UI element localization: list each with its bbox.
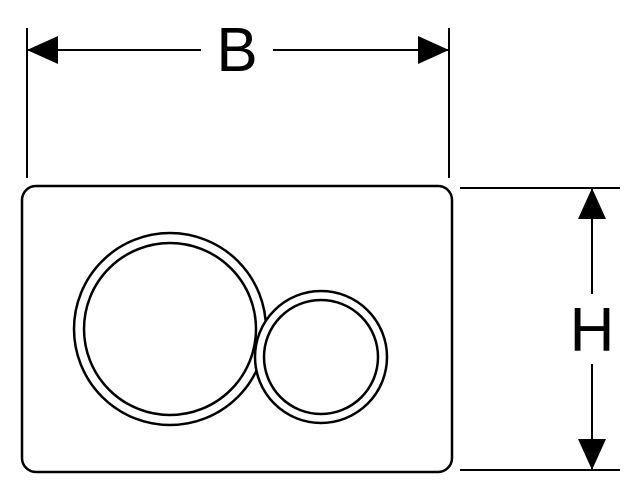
arrowhead-down-icon [578,439,606,470]
flush-plate [20,184,454,474]
width-dimension: B [26,16,450,178]
height-label: H [570,296,615,365]
large-button-inner-ring [82,241,258,417]
height-dimension: H [460,187,620,471]
width-label: B [216,16,257,85]
arrowhead-left-icon [27,36,58,64]
small-button-inner-ring [262,298,380,416]
arrowhead-up-icon [578,188,606,219]
arrowhead-right-icon [418,36,449,64]
